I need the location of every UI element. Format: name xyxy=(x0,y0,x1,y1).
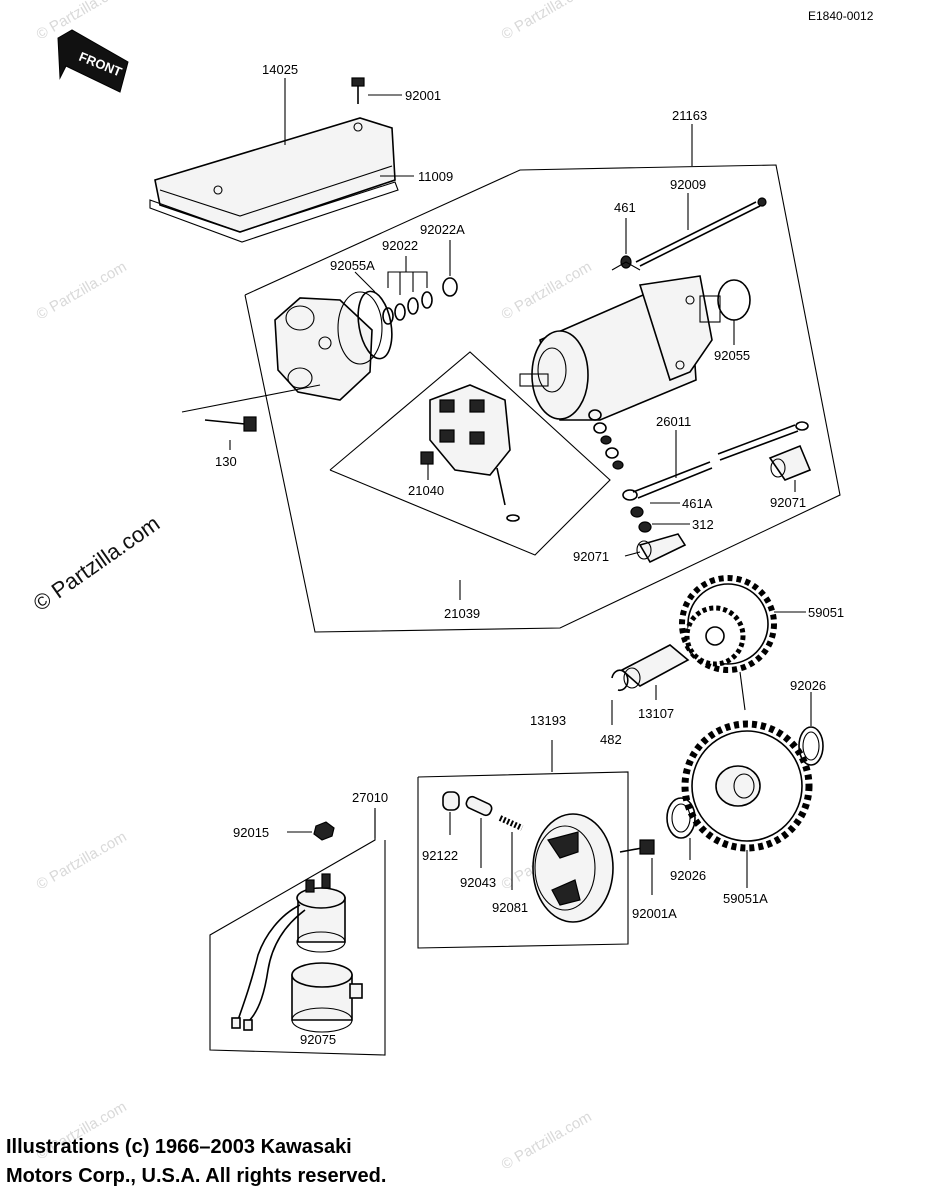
part-label: 92022A xyxy=(420,222,465,237)
starter-cable-26011 xyxy=(632,421,809,499)
part-label: 59051 xyxy=(808,605,844,620)
copyright-line: Motors Corp., U.S.A. All rights reserved… xyxy=(6,1165,387,1187)
starter-cover xyxy=(149,117,399,243)
roller-92122 xyxy=(442,791,460,811)
part-label: 92071 xyxy=(770,495,806,510)
starter-motor-body xyxy=(519,275,721,421)
shaft-13107 xyxy=(620,644,690,689)
part-label: 92055 xyxy=(714,348,750,363)
part-label: 92001 xyxy=(405,88,441,103)
part-label: 13193 xyxy=(530,713,566,728)
part-label: 312 xyxy=(692,517,714,532)
part-label: 482 xyxy=(600,732,622,747)
part-label: 92009 xyxy=(670,177,706,192)
bolt-92001A xyxy=(619,839,655,855)
part-label: 92075 xyxy=(300,1032,336,1047)
watermark: © Partzilla.com xyxy=(34,258,130,323)
part-label: 11009 xyxy=(418,169,453,184)
part-label: 92043 xyxy=(460,875,496,890)
circlip-482 xyxy=(611,669,629,692)
starter-front-cover xyxy=(274,291,383,401)
watermark: © Partzilla.com xyxy=(499,258,595,323)
washer-92022A xyxy=(442,277,458,297)
gear-59051 xyxy=(679,575,777,673)
watermark: © Partzilla.com xyxy=(499,0,595,43)
copyright-line: Illustrations (c) 1966–2003 Kawasaki xyxy=(6,1136,352,1158)
bolt-92001 xyxy=(351,77,365,104)
group-outline-21163 xyxy=(244,164,841,633)
washer-92026-right xyxy=(798,726,824,766)
relay-cover-92075 xyxy=(291,962,363,1033)
front-arrow-icon: FRONT xyxy=(57,29,129,93)
gear-59051A xyxy=(681,720,813,852)
diagram-id: E1840-0012 xyxy=(808,9,874,23)
brush-21040 xyxy=(420,451,434,465)
part-label: 92001A xyxy=(632,906,677,921)
o-ring-92055 xyxy=(717,279,751,321)
part-label: 92055A xyxy=(330,258,375,273)
through-bolt-92009 xyxy=(635,197,767,267)
part-label: 461A xyxy=(682,496,713,511)
part-label: 92015 xyxy=(233,825,269,840)
watermark-main: © Partzilla.com xyxy=(29,511,165,617)
part-label: 59051A xyxy=(723,891,768,906)
cap-92071-lower xyxy=(636,533,687,564)
pin-92043 xyxy=(465,795,493,817)
washer-stack xyxy=(588,409,652,533)
part-label: 92026 xyxy=(790,678,826,693)
shims-92022 xyxy=(382,291,433,325)
part-label: 27010 xyxy=(352,790,388,805)
brush-holder xyxy=(429,384,520,522)
part-label: 21039 xyxy=(444,606,480,621)
part-label: 14025 xyxy=(262,62,298,77)
part-label: 92122 xyxy=(422,848,458,863)
bolt-130 xyxy=(204,416,257,432)
part-label: 21163 xyxy=(672,108,707,123)
part-label: 26011 xyxy=(656,414,691,429)
part-label: 92022 xyxy=(382,238,418,253)
part-label: 461 xyxy=(614,200,636,215)
nut-92015 xyxy=(313,821,335,841)
one-way-clutch xyxy=(532,813,614,923)
starter-relay xyxy=(231,873,346,1031)
part-label: 92071 xyxy=(573,549,609,564)
washer-92026-left xyxy=(666,797,696,839)
copyright-notice: Illustrations (c) 1966–2003 Kawasaki Mot… xyxy=(6,1133,386,1191)
watermark: © Partzilla.com xyxy=(499,1108,595,1173)
watermark: © Partzilla.com xyxy=(34,828,130,893)
part-label: 13107 xyxy=(638,706,674,721)
part-label: 92081 xyxy=(492,900,528,915)
group-outline-21039 xyxy=(329,351,611,556)
group-outline-13193 xyxy=(417,771,629,949)
part-label: 92026 xyxy=(670,868,706,883)
part-label: 21040 xyxy=(408,483,444,498)
part-label: 130 xyxy=(215,454,237,469)
cap-92071-upper xyxy=(768,444,812,481)
spring-92081 xyxy=(498,815,524,831)
